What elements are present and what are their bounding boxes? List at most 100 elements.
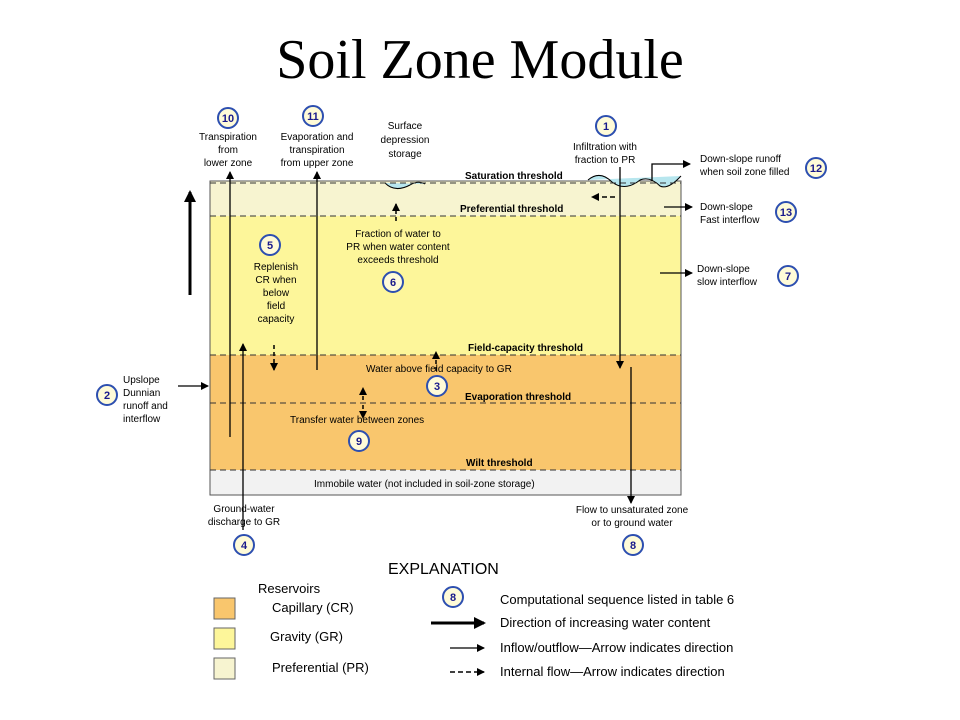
svg-text:Water above field capacity to: Water above field capacity to GR bbox=[366, 364, 512, 375]
svg-text:or to ground water: or to ground water bbox=[591, 518, 673, 529]
legend-item-sequence: Computational sequence listed in table 6 bbox=[500, 592, 734, 607]
svg-text:9: 9 bbox=[356, 436, 362, 448]
evaporation-label: Evaporation threshold bbox=[465, 392, 571, 403]
svg-text:PR when water content: PR when water content bbox=[346, 242, 450, 253]
svg-text:discharge to GR: discharge to GR bbox=[208, 517, 280, 528]
svg-text:Evaporation and: Evaporation and bbox=[281, 132, 354, 143]
legend-swatch-gravity bbox=[213, 627, 236, 650]
step-circle-12: 12 bbox=[805, 157, 827, 179]
step-circle-5: 5 bbox=[259, 234, 281, 256]
svg-text:Transpiration: Transpiration bbox=[199, 132, 257, 143]
legend-capillary-label: Capillary (CR) bbox=[272, 600, 354, 615]
preferential-label: Preferential threshold bbox=[460, 204, 563, 215]
svg-text:from upper zone: from upper zone bbox=[281, 158, 354, 169]
step-circle-10: 10 bbox=[217, 107, 239, 129]
svg-text:fraction to PR: fraction to PR bbox=[575, 155, 636, 166]
svg-text:1: 1 bbox=[603, 121, 609, 133]
legend-gravity-label: Gravity (GR) bbox=[270, 629, 343, 644]
svg-text:Fraction of water to: Fraction of water to bbox=[355, 229, 441, 240]
svg-text:slow interflow: slow interflow bbox=[697, 277, 758, 288]
preferential-zone bbox=[210, 181, 681, 216]
step-9-label: Transfer water between zones bbox=[290, 415, 424, 426]
svg-text:Infiltration with: Infiltration with bbox=[573, 142, 637, 153]
step-11-label: Evaporation and transpiration from upper… bbox=[281, 132, 354, 169]
step-5-label: Replenish CR when below field capacity bbox=[254, 262, 298, 325]
svg-text:Upslope: Upslope bbox=[123, 375, 160, 386]
legend-item-increasing: Direction of increasing water content bbox=[500, 615, 711, 630]
svg-text:interflow: interflow bbox=[123, 414, 161, 425]
svg-text:when soil zone filled: when soil zone filled bbox=[699, 167, 790, 178]
step-2-label: Upslope Dunnian runoff and interflow bbox=[123, 375, 168, 425]
surface-storage-label: Surface depression storage bbox=[381, 121, 430, 160]
svg-text:Ground-water: Ground-water bbox=[213, 504, 275, 515]
svg-text:13: 13 bbox=[780, 207, 792, 219]
svg-text:12: 12 bbox=[810, 163, 822, 175]
step-circle-13: 13 bbox=[775, 201, 797, 223]
surface-water bbox=[384, 175, 682, 189]
svg-text:exceeds threshold: exceeds threshold bbox=[357, 255, 438, 266]
svg-text:Replenish: Replenish bbox=[254, 262, 298, 273]
step-3-label: Water above field capacity to GR bbox=[366, 364, 512, 375]
wilt-label: Wilt threshold bbox=[466, 458, 533, 469]
step-circle-8: 8 bbox=[622, 534, 644, 556]
gravity-zone bbox=[210, 216, 681, 355]
svg-text:8: 8 bbox=[450, 592, 456, 604]
slide-title: Soil Zone Module bbox=[276, 29, 684, 91]
step-circle-1: 1 bbox=[595, 115, 617, 137]
svg-text:capacity: capacity bbox=[258, 314, 295, 325]
step-circle-7: 7 bbox=[777, 265, 799, 287]
step-8-label: Flow to unsaturated zone or to ground wa… bbox=[576, 505, 689, 529]
svg-text:field: field bbox=[267, 301, 285, 312]
svg-text:Flow to unsaturated zone: Flow to unsaturated zone bbox=[576, 505, 689, 516]
soil-column-outline bbox=[209, 180, 682, 496]
svg-text:CR when: CR when bbox=[255, 275, 296, 286]
step-circle-6: 6 bbox=[382, 271, 404, 293]
svg-text:storage: storage bbox=[388, 149, 422, 160]
legend-preferential-label: Preferential (PR) bbox=[272, 660, 369, 675]
step-circle-2: 2 bbox=[96, 384, 118, 406]
svg-text:Surface: Surface bbox=[388, 121, 423, 132]
legend-step-circle: 8 bbox=[442, 586, 464, 608]
step-10-label: Transpiration from lower zone bbox=[199, 132, 257, 169]
svg-text:Down-slope: Down-slope bbox=[700, 202, 753, 213]
svg-text:below: below bbox=[263, 288, 290, 299]
legend-item-inflow: Inflow/outflow—Arrow indicates direction bbox=[500, 640, 733, 655]
svg-text:from: from bbox=[218, 145, 238, 156]
step-circle-3: 3 bbox=[426, 375, 448, 397]
svg-text:6: 6 bbox=[390, 277, 396, 289]
svg-text:Dunnian: Dunnian bbox=[123, 388, 160, 399]
svg-text:Transfer water between zones: Transfer water between zones bbox=[290, 415, 424, 426]
reservoirs-heading: Reservoirs bbox=[258, 581, 321, 596]
step-circle-9: 9 bbox=[348, 430, 370, 452]
immobile-label: Immobile water (not included in soil-zon… bbox=[314, 479, 535, 490]
svg-text:Fast interflow: Fast interflow bbox=[700, 215, 760, 226]
legend-item-internal: Internal flow—Arrow indicates direction bbox=[500, 664, 725, 679]
svg-text:transpiration: transpiration bbox=[289, 145, 344, 156]
svg-text:runoff and: runoff and bbox=[123, 401, 168, 412]
step-6-label: Fraction of water to PR when water conte… bbox=[346, 229, 450, 266]
field-capacity-label: Field-capacity threshold bbox=[468, 343, 583, 354]
arrow-12-runoff bbox=[651, 160, 691, 181]
svg-text:7: 7 bbox=[785, 271, 791, 283]
step-4-label: Ground-water discharge to GR bbox=[208, 504, 280, 528]
immobile-zone bbox=[210, 470, 681, 495]
step-circle-4: 4 bbox=[233, 534, 255, 556]
svg-text:Down-slope runoff: Down-slope runoff bbox=[700, 154, 781, 165]
legend-swatch-preferential bbox=[213, 657, 236, 680]
svg-text:4: 4 bbox=[241, 540, 248, 552]
step-1-label: Infiltration with fraction to PR bbox=[573, 142, 637, 166]
svg-text:depression: depression bbox=[381, 135, 430, 146]
svg-text:10: 10 bbox=[222, 113, 234, 125]
step-12-label: Down-slope runoff when soil zone filled bbox=[699, 154, 790, 178]
svg-text:3: 3 bbox=[434, 381, 440, 393]
step-circle-11: 11 bbox=[302, 105, 324, 127]
saturation-label: Saturation threshold bbox=[465, 171, 563, 182]
svg-text:5: 5 bbox=[267, 240, 273, 252]
svg-text:lower zone: lower zone bbox=[204, 158, 253, 169]
step-7-label: Down-slope slow interflow bbox=[697, 264, 758, 288]
step-13-label: Down-slope Fast interflow bbox=[700, 202, 760, 226]
svg-text:2: 2 bbox=[104, 390, 110, 402]
legend-swatch-capillary bbox=[213, 597, 236, 620]
svg-text:Down-slope: Down-slope bbox=[697, 264, 750, 275]
